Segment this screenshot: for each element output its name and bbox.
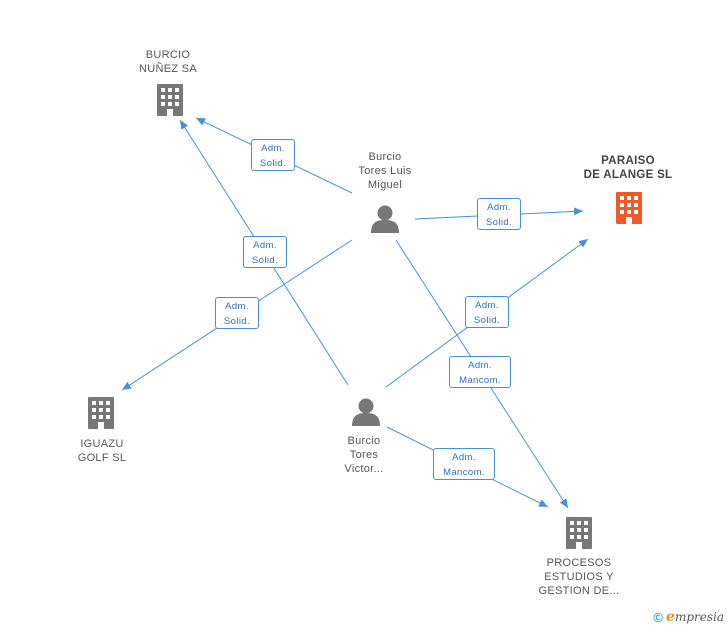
edge-label-line: Adm.	[225, 301, 249, 312]
edge-label[interactable]: Adm. Solid.	[477, 198, 521, 230]
edge-label-line: Solid.	[485, 217, 513, 228]
edge-label[interactable]: Adm. Solid.	[215, 297, 259, 329]
node-label-paraiso[interactable]: PARAISO DE ALANGE SL	[572, 154, 684, 182]
brand-logo[interactable]: empresia	[666, 609, 724, 625]
node-label-line: Burcio	[347, 435, 381, 447]
node-label-line: NUÑEZ SA	[138, 63, 198, 75]
edge-label[interactable]: Adm. Solid.	[465, 296, 509, 328]
node-label-line: GOLF SL	[77, 452, 127, 464]
node-label-burcio-nunez[interactable]: BURCIO NUÑEZ SA	[120, 48, 216, 76]
edge-label-line: Adm.	[253, 240, 277, 251]
edge-label-line: Solid.	[223, 316, 251, 327]
node-label-line: Burcio	[368, 151, 402, 163]
edge-label[interactable]: Adm. Solid.	[243, 236, 287, 268]
edge-label-line: Adm.	[487, 202, 511, 213]
node-label-line: Tores Luis	[358, 165, 412, 177]
node-label-line: ESTUDIOS Y	[544, 571, 614, 583]
node-label-iguazu[interactable]: IGUAZU GOLF SL	[54, 437, 150, 465]
edge-label-line: Solid.	[251, 255, 279, 266]
node-label-line: IGUAZU	[80, 438, 124, 450]
copyright-icon: ©	[653, 609, 664, 625]
node-label-line: Miguel	[367, 179, 403, 191]
edge-label-line: Mancom.	[459, 375, 501, 386]
footer: © empresia	[653, 609, 724, 625]
edge-label-line: Solid.	[473, 315, 501, 326]
edge-label[interactable]: Adm. Mancom.	[433, 448, 495, 480]
building-icon-procesos[interactable]	[566, 517, 592, 549]
edge-label-line: Adm.	[261, 143, 285, 154]
edge-label-line: Adm.	[475, 300, 499, 311]
node-label-line: BURCIO	[145, 49, 191, 61]
edge-label[interactable]: Adm. Solid.	[251, 139, 295, 171]
edge-label-line: Adm.	[452, 452, 476, 463]
edge-label[interactable]: Adm. Mancom.	[449, 356, 511, 388]
building-icon-paraiso[interactable]	[616, 192, 642, 224]
node-label-line: PARAISO	[601, 155, 655, 167]
node-label-procesos[interactable]: PROCESOS ESTUDIOS Y GESTION DE...	[520, 556, 638, 598]
node-label-line: Victor...	[344, 463, 384, 475]
edge-label-line: Mancom.	[443, 467, 485, 478]
person-icon-burcio-miguel[interactable]	[371, 205, 399, 234]
edge-label-line: Adm.	[468, 360, 492, 371]
person-icon-burcio-victor[interactable]	[352, 398, 380, 427]
node-label-line: PROCESOS	[546, 557, 612, 569]
edge-label-line: Solid.	[259, 158, 287, 169]
node-label-line: DE ALANGE SL	[583, 169, 673, 181]
building-icon-burcio-nunez[interactable]	[157, 84, 183, 116]
node-label-line: GESTION DE...	[538, 585, 620, 597]
node-label-line: Tores	[349, 449, 379, 461]
building-icon-iguazu[interactable]	[88, 397, 114, 429]
